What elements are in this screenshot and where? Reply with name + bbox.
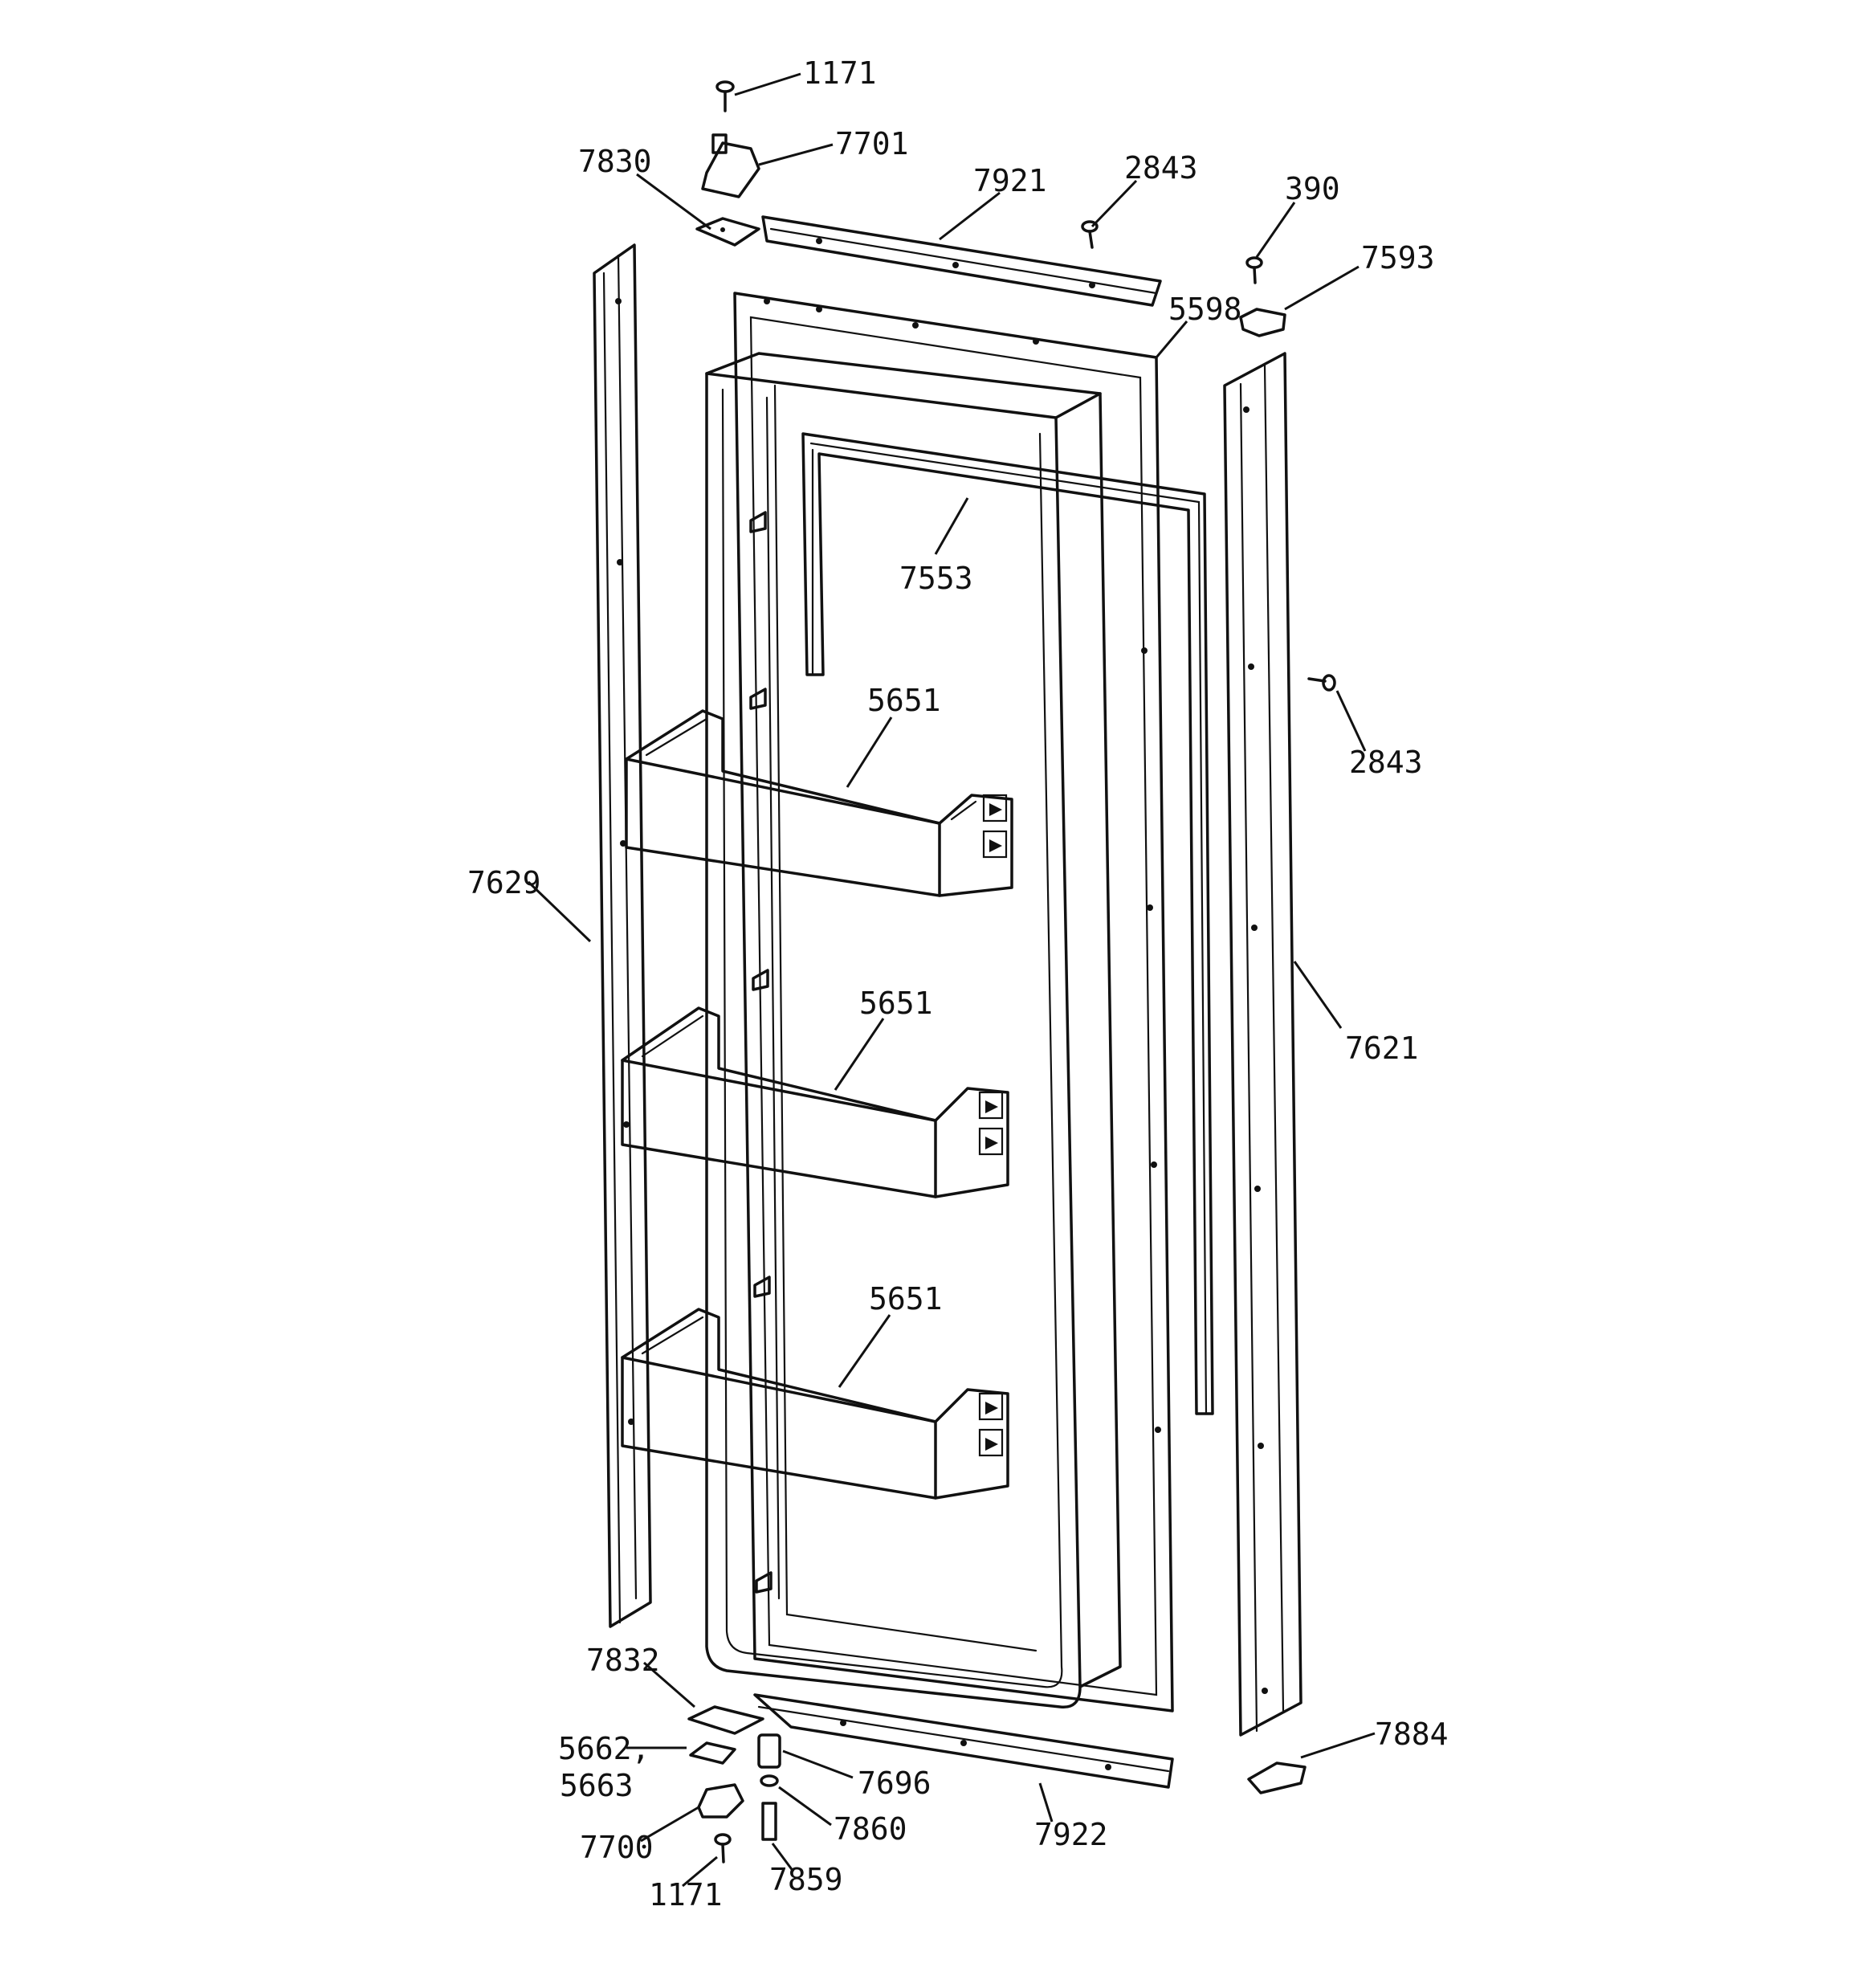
part-7701-top-hinge (701, 133, 760, 198)
callout-5663: 5663 (560, 1768, 634, 1803)
callout-7830: 7830 (578, 144, 652, 179)
callout-390: 390 (1285, 171, 1340, 206)
callout-7696: 7696 (858, 1766, 932, 1801)
callout-5662: 5662, (558, 1731, 650, 1766)
callout-7860: 7860 (834, 1811, 907, 1847)
part-5598-door-liner-frame (733, 292, 1174, 1712)
door-inner-pan (705, 352, 1122, 1709)
part-2843-top-screw (1081, 220, 1099, 249)
part-7553-door-gasket (801, 432, 1214, 1415)
part-5662-5663-spacer (689, 1741, 736, 1765)
callout-7700: 7700 (580, 1830, 654, 1865)
callout-5651-c: 5651 (869, 1281, 943, 1316)
part-7700-bottom-hinge (697, 1783, 744, 1819)
part-7593-cap (1239, 308, 1286, 337)
callout-7922: 7922 (1034, 1817, 1108, 1852)
part-7859-pin (761, 1802, 777, 1841)
callout-5651-b: 5651 (859, 986, 933, 1021)
part-7832-bottom-shim (687, 1705, 764, 1735)
part-5651-shelf-1 (625, 709, 1013, 897)
part-5651-shelf-3 (621, 1308, 1009, 1500)
part-7884-bottom-cap (1247, 1761, 1307, 1794)
callout-2843-top: 2843 (1124, 150, 1198, 186)
part-7830-hinge-shim (695, 217, 760, 247)
callout-7921: 7921 (973, 163, 1047, 198)
callout-5598: 5598 (1168, 292, 1242, 327)
part-7860-washer (760, 1774, 779, 1787)
callout-7884: 7884 (1375, 1717, 1449, 1752)
callout-2843-right: 2843 (1349, 745, 1423, 780)
part-7621-right-trim (1223, 352, 1302, 1737)
callout-5651-a: 5651 (867, 683, 941, 718)
callout-7621: 7621 (1345, 1031, 1419, 1066)
callout-1171-top: 1171 (803, 55, 877, 91)
part-1171-top-screw (715, 80, 735, 112)
callout-7553: 7553 (899, 561, 973, 596)
part-2843-right-screw (1307, 674, 1336, 692)
callout-7593: 7593 (1361, 240, 1435, 276)
callout-7629: 7629 (467, 865, 541, 900)
part-7921-top-trim (761, 215, 1162, 307)
part-5651-shelf-2 (621, 1006, 1009, 1198)
callout-7832: 7832 (586, 1643, 660, 1678)
leader-lines (527, 72, 1376, 1888)
part-7922-bottom-trim (753, 1693, 1174, 1789)
callout-1171-bottom: 1171 (649, 1877, 723, 1912)
callout-7701: 7701 (835, 126, 909, 161)
callout-7859: 7859 (769, 1862, 843, 1897)
part-390-screw (1245, 256, 1263, 284)
callout-labels: 1171 7701 7830 7921 2843 390 7593 5598 7… (467, 55, 1449, 1912)
part-7696-bushing (757, 1733, 781, 1769)
part-1171-bottom-screw (714, 1833, 732, 1863)
part-7629-left-trim (593, 243, 652, 1628)
